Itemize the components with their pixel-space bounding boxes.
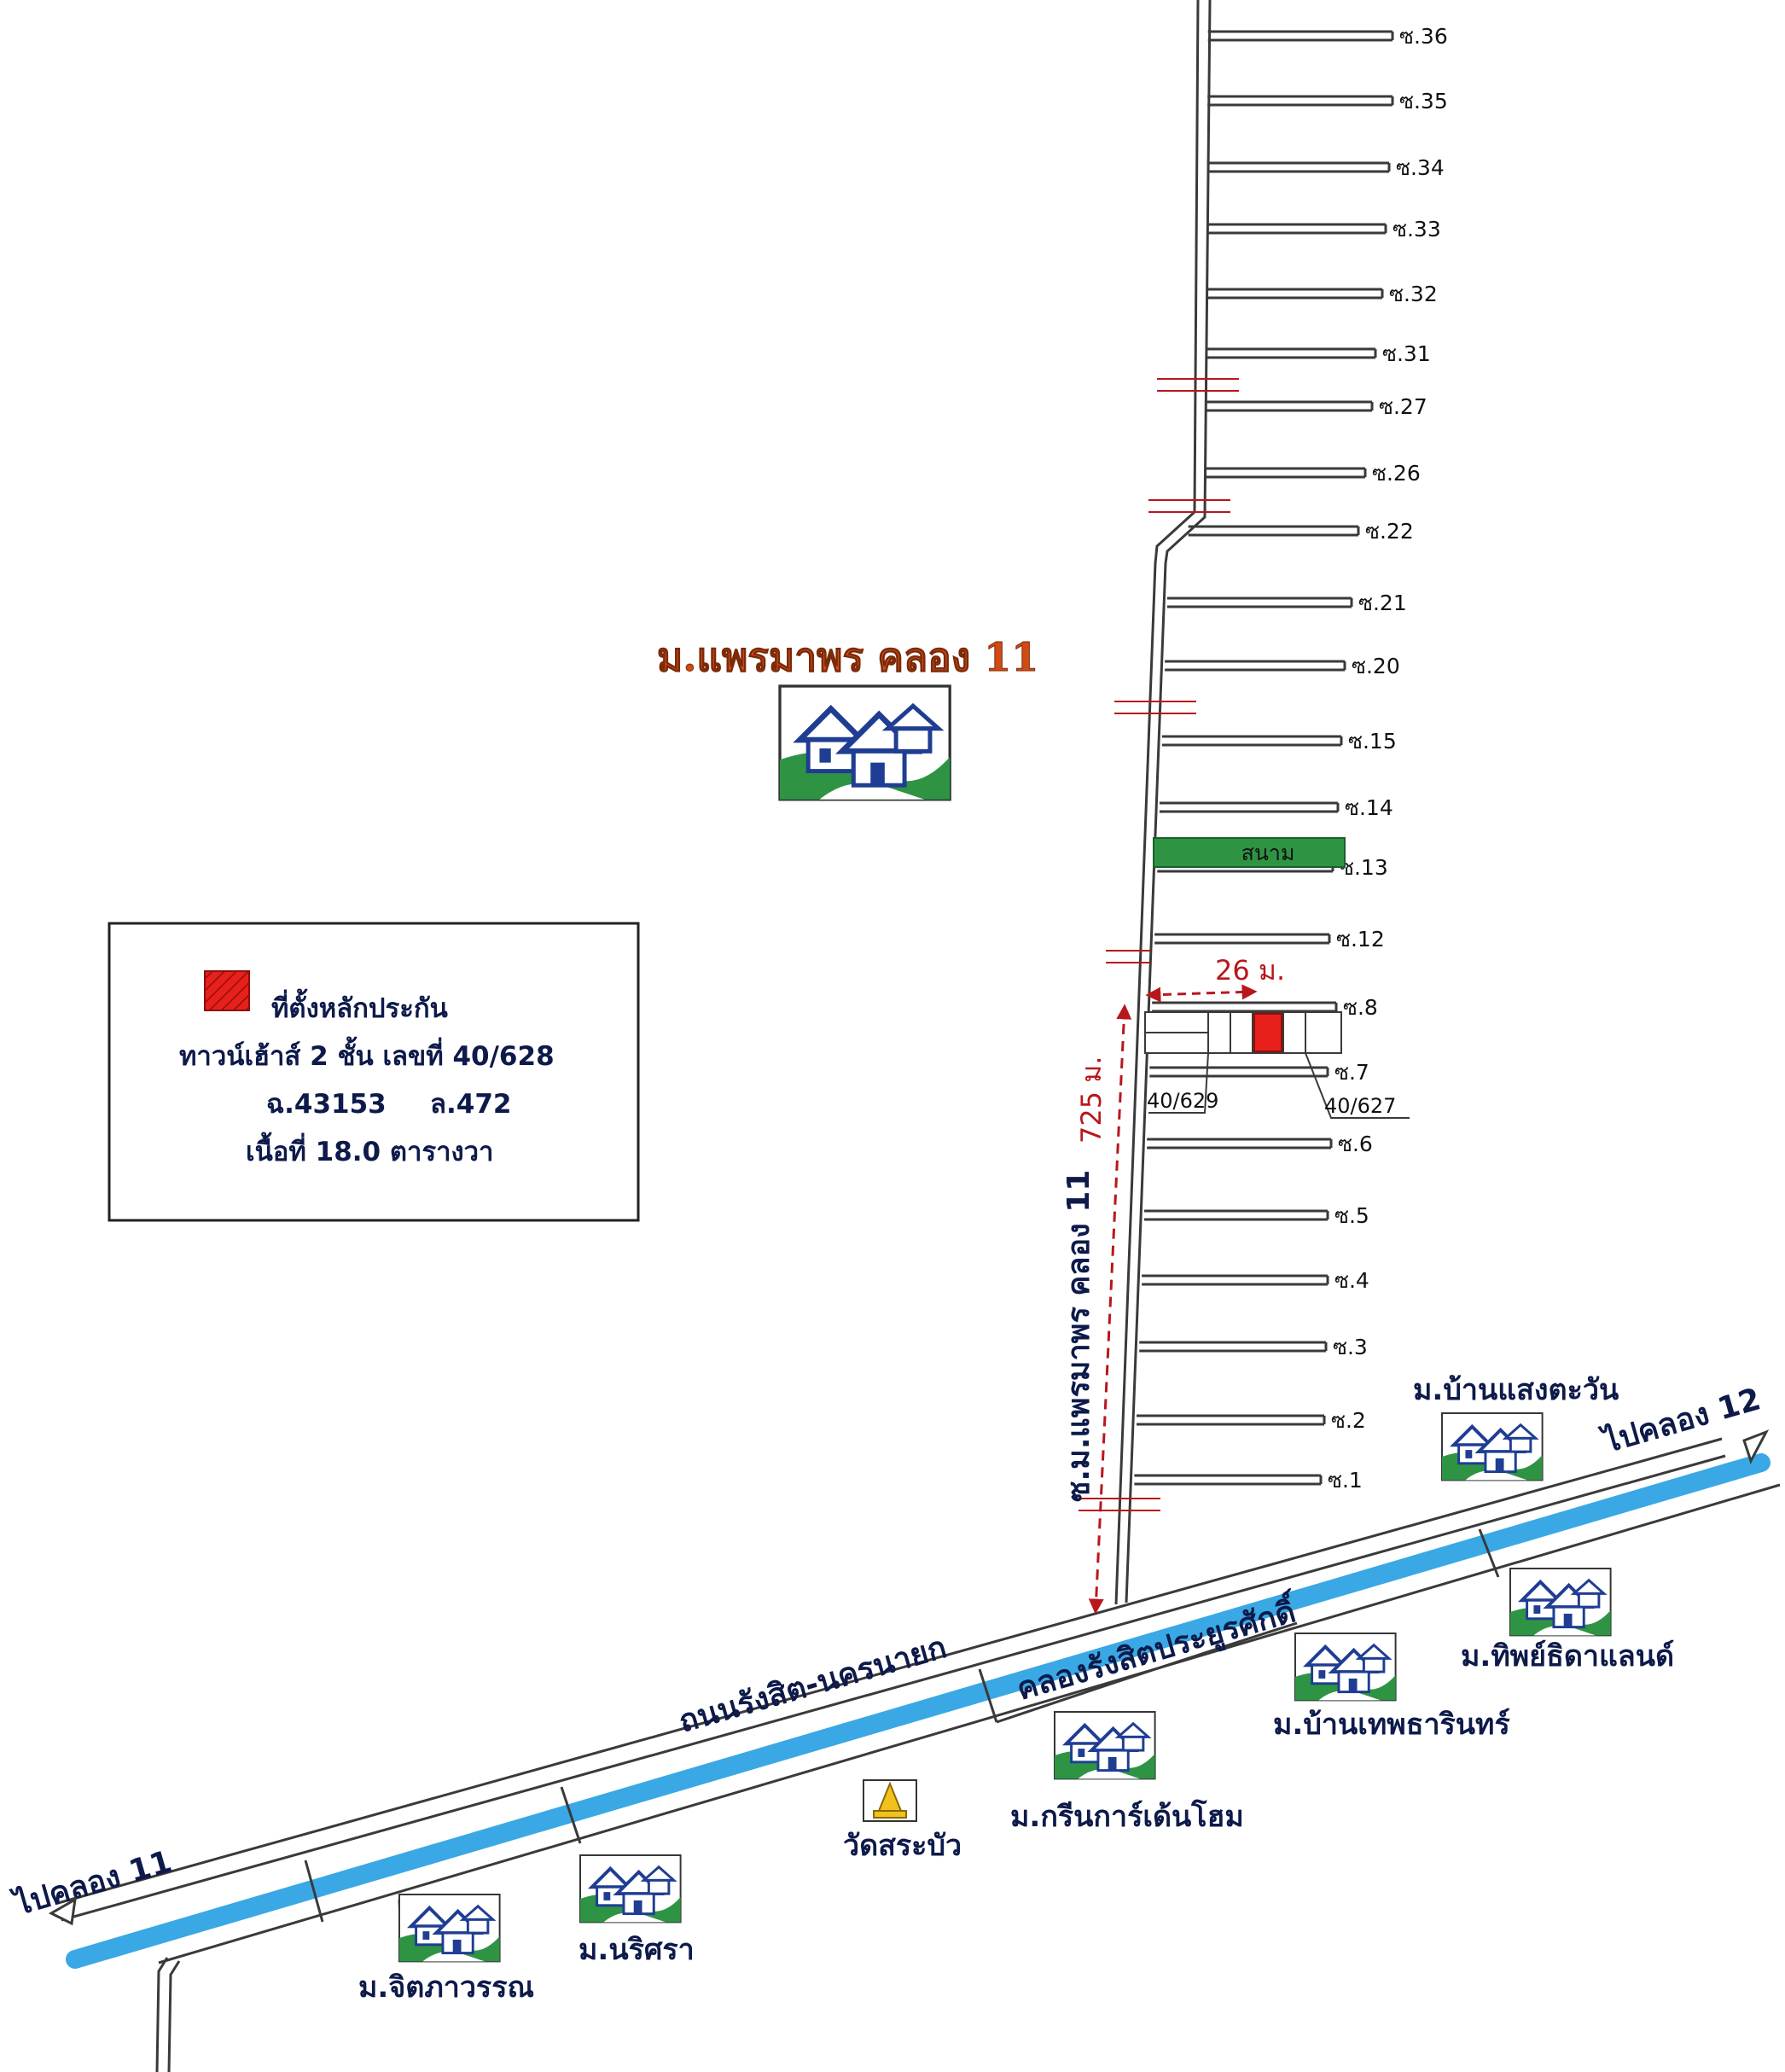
main-road-bottom-edge [61,1454,1726,1922]
landmark-green-garden-home: ม.กรีนการ์เด้นโฮม [1010,1710,1244,1834]
soi-label: ซ.20 [1352,654,1400,678]
landmark-jitphawan: ม.จิตภาวรรณ [358,1893,534,2005]
plot-right-leader [1305,1052,1410,1119]
house-village-icon [1294,1632,1398,1702]
legend: ที่ตั้งหลักประกัน ทาวน์เฮ้าส์ 2 ชั้น เลข… [108,922,640,1222]
legend-collateral-swatch [204,970,250,1011]
soi-label: ซ.33 [1393,217,1441,242]
landmark-baan-thepthanin: ม.บ้านเทพธารินทร์ [1273,1632,1510,1742]
distance-markers: 725 ม. 26 ม. [1075,954,1285,1615]
distance-26-line [1145,984,1258,1003]
side-road-left-edge [1114,0,1200,1605]
direction-left-arrow [48,1897,77,1926]
crossing-marks [1079,378,1239,1511]
landmark-name: ม.บ้านเทพธารินทร์ [1273,1708,1510,1742]
soi-label: ซ.1 [1328,1468,1363,1493]
soi-label: ซ.22 [1365,519,1414,544]
legend-land-no: ล.472 [430,1089,511,1120]
landmark-name: วัดสระบัว [843,1829,962,1863]
canal-label: คลองรังสิตประยูรศักดิ์ [1011,1587,1303,1708]
soi-label: ซ.21 [1358,591,1407,615]
collateral-plot [1253,1013,1282,1052]
branch-road [155,1957,169,2072]
legend-line1: ที่ตั้งหลักประกัน [271,988,448,1024]
soi-label: ซ.35 [1399,89,1448,113]
field-label: สนาม [1241,841,1295,865]
soi-label: ซ.31 [1382,341,1431,366]
main-road-group: ถนนรังสิต-นครนายก คลองรังสิตประยูรศักดิ์… [8,1380,1781,2072]
soi-label: ซ.8 [1343,995,1378,1020]
landmark-narisara: ม.นริศรา [579,1854,695,1967]
canal-far-bank [158,1483,1781,1964]
legend-deed: ฉ.43153 [266,1089,387,1120]
side-road-label: ซ.ม.แพรมาพร คลอง 11 [1061,1170,1096,1502]
soi-label: ซ.14 [1345,795,1393,820]
soi-label: ซ.5 [1334,1203,1369,1228]
landmark-thipthida-land: ม.ทิพย์ธิดาแลนด์ [1461,1567,1674,1673]
legend-line4: เนื้อที่ 18.0 ตารางวา [246,1132,493,1167]
direction-right-arrow [1742,1429,1770,1464]
soi-label: ซ.34 [1396,155,1445,180]
plot-left-label: 40/629 [1147,1089,1218,1113]
legend-box [108,922,640,1222]
legend-line2: ทาวน์เฮ้าส์ 2 ชั้น เลขที่ 40/628 [179,1036,555,1072]
house-village-icon [1509,1567,1613,1638]
soi-label: ซ.32 [1389,282,1438,306]
bridge [978,1668,998,1723]
distance-from-main-road: 725 ม. [1075,1056,1108,1144]
house-village-icon [1440,1411,1544,1482]
soi-label: ซ.4 [1334,1268,1369,1293]
house-village-icon [398,1893,502,1964]
landmark-name: ม.บ้านแสงตะวัน [1413,1373,1619,1407]
landmark-baan-saengtawan: ม.บ้านแสงตะวัน [1413,1373,1619,1482]
distance-from-soi-road: 26 ม. [1215,954,1285,987]
field [1153,837,1346,868]
main-road-top-edge [57,1437,1723,1905]
side-road-right-edge [1125,0,1212,1603]
village-title: ม.แพรมาพร คลอง 11 [657,634,1038,680]
soi-label: ซ.12 [1336,927,1385,952]
house-village-icon [1053,1710,1157,1781]
canal-side-road [996,1621,1298,1724]
soi-label: ซ.6 [1338,1132,1373,1156]
landmark-name: ม.ทิพย์ธิดาแลนด์ [1461,1639,1674,1673]
distance-726-line [1088,1004,1132,1615]
bridge [560,1786,582,1844]
plot-right-label: 40/627 [1324,1094,1396,1118]
soi-label: ซ.15 [1348,729,1397,754]
landmark-name: ม.นริศรา [579,1933,695,1967]
plot-left-leader [1148,1052,1209,1114]
temple-icon [863,1779,917,1822]
landmark-name: ม.กรีนการ์เด้นโฮม [1010,1799,1244,1834]
townhouse-row: 40/629 40/627 [1144,1011,1410,1119]
branch-road [167,1960,181,2072]
canal [66,1453,1770,1969]
bridge [304,1860,324,1923]
soi-label: ซ.26 [1372,461,1421,486]
soi-label: ซ.3 [1333,1335,1368,1359]
soi-label: ซ.2 [1331,1408,1366,1433]
soi-label: ซ.36 [1399,24,1448,49]
bridge [1478,1528,1500,1578]
landmark-wat-sabua: วัดสระบัว [843,1779,962,1863]
direction-right-label: ไปคลอง 12 [1596,1380,1765,1461]
soi-label: ซ.7 [1334,1060,1369,1085]
soi-label: ซ.27 [1379,394,1427,419]
soi-label: ซ.13 [1340,855,1388,880]
landmark-name: ม.จิตภาวรรณ [358,1970,534,2005]
house-village-icon [579,1854,683,1924]
soi-branches: ซ.36 ซ.35 ซ.34 ซ.33 ซ.32 ซ.31 ซ.27 ซ.26 ซ.22 ซ.21… [1134,24,1448,1493]
house-village-icon [780,686,950,800]
